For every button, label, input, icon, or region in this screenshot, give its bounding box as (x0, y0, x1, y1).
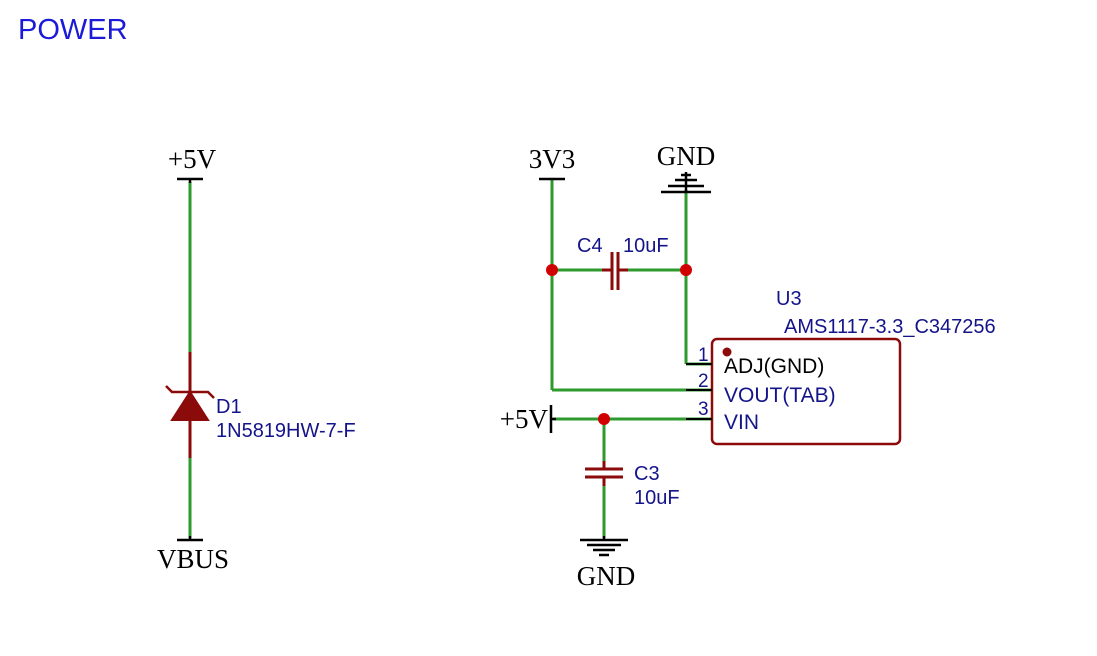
power-symbols (177, 172, 711, 557)
d1-value: 1N5819HW-7-F (216, 420, 356, 442)
c3-value: 10uF (634, 487, 680, 509)
net-label-vbus: VBUS (157, 544, 229, 574)
capacitor-c3-symbol (585, 461, 623, 486)
capacitor-c4-symbol (602, 252, 628, 290)
u3-pin1-name: ADJ(GND) (724, 355, 824, 378)
wires (188, 180, 712, 538)
u3-pin2-name: VOUT(TAB) (724, 384, 836, 407)
u3-value: AMS1117-3.3_C347256 (784, 316, 996, 338)
component-bodies (165, 252, 902, 486)
net-label-gnd-bottom: GND (577, 561, 636, 591)
c4-value: 10uF (623, 235, 669, 257)
u3-pin3-name: VIN (724, 411, 759, 434)
net-label-plus5v-mid: +5V (500, 404, 549, 434)
junction-3v3-c4 (546, 264, 558, 276)
net-label-3v3: 3V3 (529, 144, 576, 174)
net-label-gnd-top: GND (657, 141, 716, 171)
u3-pin-stubs (686, 363, 712, 420)
junction-gnd-c4 (680, 264, 692, 276)
d1-reference: D1 (216, 396, 242, 418)
u3-pin2-number: 2 (698, 371, 709, 392)
regulator-u3-symbol (710, 337, 902, 446)
net-label-plus5v-top: +5V (168, 144, 217, 174)
sheet-title: POWER (18, 14, 128, 46)
u3-pin1-marker (722, 347, 732, 357)
c3-reference: C3 (634, 463, 660, 485)
diode-d1-symbol (165, 352, 215, 458)
u3-reference: U3 (776, 288, 802, 310)
junctions (546, 264, 692, 425)
u3-pin1-number: 1 (698, 345, 709, 366)
c4-reference: C4 (577, 235, 603, 257)
u3-pin3-number: 3 (698, 399, 709, 420)
junction-vin-c3 (598, 413, 610, 425)
